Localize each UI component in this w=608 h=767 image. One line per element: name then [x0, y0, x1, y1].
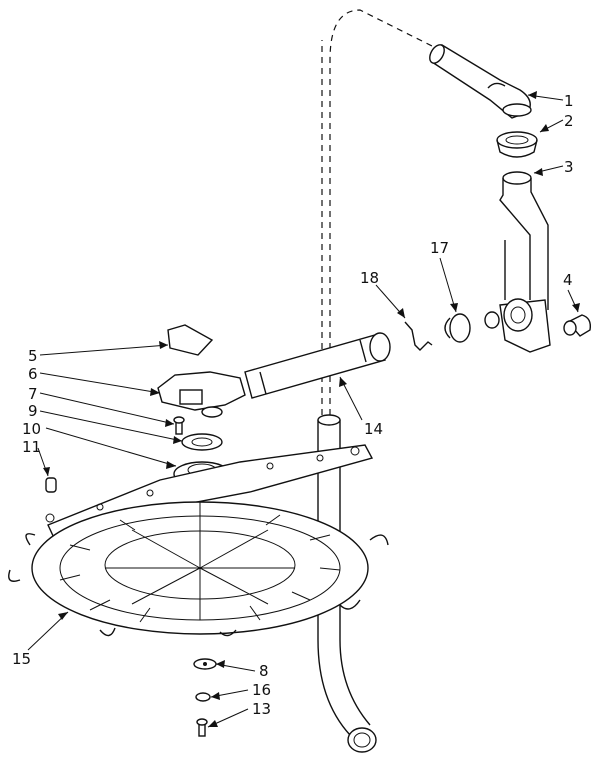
callout-11: 11 — [22, 438, 41, 456]
cap-part-4 — [563, 314, 592, 337]
callout-14: 14 — [364, 420, 383, 438]
manifold-part-3 — [499, 171, 551, 353]
callout-15: 15 — [12, 650, 31, 668]
leader-lines — [27, 91, 580, 728]
hose-part-1 — [429, 44, 532, 119]
callout-4: 4 — [563, 271, 573, 289]
callout-3: 3 — [564, 158, 574, 176]
callout-18: 18 — [360, 269, 379, 287]
supply-tube — [317, 9, 441, 753]
grommet-part-2 — [496, 131, 538, 158]
callout-5: 5 — [28, 347, 38, 365]
callout-7: 7 — [28, 385, 38, 403]
feed-tube-part-14 — [244, 332, 391, 399]
callout-16: 16 — [252, 681, 271, 699]
callout-9: 9 — [28, 402, 38, 420]
callout-17: 17 — [430, 239, 449, 257]
callout-2: 2 — [564, 112, 574, 130]
filter-rack-part-15 — [8, 501, 389, 637]
screw-part-7 — [173, 416, 185, 435]
connector-part-17 — [444, 311, 500, 343]
callout-1: 1 — [564, 92, 574, 110]
callout-8: 8 — [259, 662, 269, 680]
clip-part-18 — [404, 321, 433, 351]
callout-10: 10 — [22, 420, 41, 438]
hardware-parts-8-16-13 — [193, 658, 217, 737]
nut-part-11 — [45, 477, 57, 493]
manifold-body-parts-5-6 — [157, 324, 246, 418]
callout-13: 13 — [252, 700, 271, 718]
callout-6: 6 — [28, 365, 38, 383]
